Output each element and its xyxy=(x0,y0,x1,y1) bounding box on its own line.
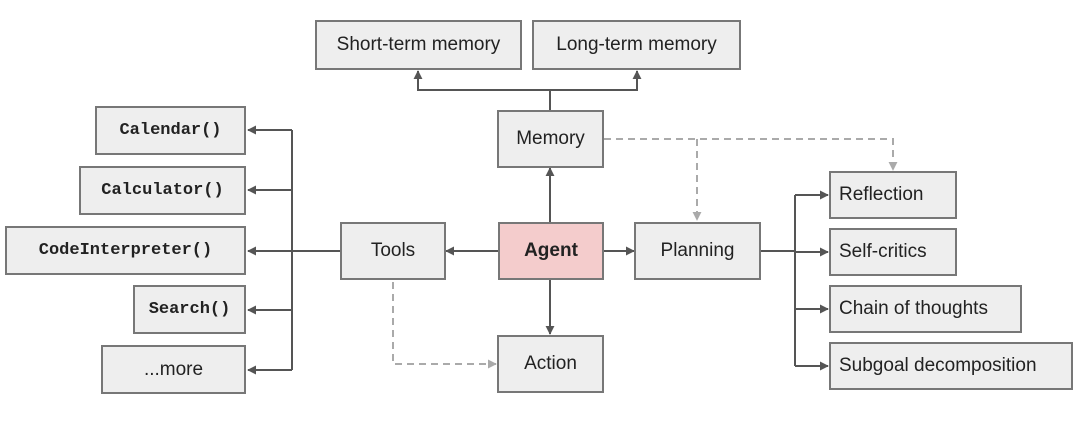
solid-connectors xyxy=(247,70,829,375)
edge-tools-to-action-dashed xyxy=(392,282,497,369)
planning-self-critics-node: Self-critics xyxy=(829,228,957,276)
tool-calculator-node: Calculator() xyxy=(79,166,246,215)
dashed-connectors xyxy=(392,138,898,369)
memory-node: Memory xyxy=(497,110,604,168)
agent-node: Agent xyxy=(498,222,604,280)
planning-bus xyxy=(760,195,796,366)
planning-node: Planning xyxy=(634,222,761,280)
action-node: Action xyxy=(497,335,604,393)
planning-reflection-node: Reflection xyxy=(829,171,957,219)
edge-memory-to-short-term-memory xyxy=(413,70,551,110)
short-term-memory-node: Short-term memory xyxy=(315,20,522,70)
tool-more-node: ...more xyxy=(101,345,246,394)
edge-memory-to-long-term-memory xyxy=(550,70,642,91)
edge-memory-to-reflection-dashed xyxy=(604,138,898,171)
tool-calendar-node: Calendar() xyxy=(95,106,246,155)
planning-chain-of-thoughts-node: Chain of thoughts xyxy=(829,285,1022,333)
tools-node: Tools xyxy=(340,222,446,280)
long-term-memory-node: Long-term memory xyxy=(532,20,741,70)
tool-search-node: Search() xyxy=(133,285,246,334)
planning-subgoal-decomposition-node: Subgoal decomposition xyxy=(829,342,1073,390)
tools-bus xyxy=(291,130,340,370)
tool-codeinterpreter-node: CodeInterpreter() xyxy=(5,226,246,275)
